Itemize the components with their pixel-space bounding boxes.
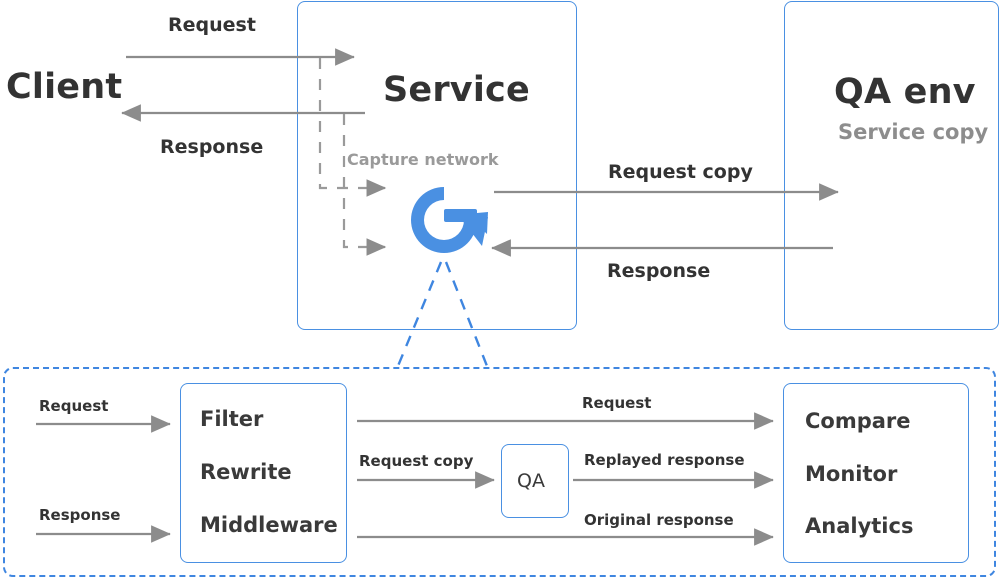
detail-edge-label-request-input: Request bbox=[39, 397, 109, 415]
detail-edge-label-request: Request bbox=[582, 394, 652, 412]
output-item-compare: Compare bbox=[805, 409, 911, 433]
edge-label-request-top: Request bbox=[168, 14, 256, 36]
pipeline-item-filter: Filter bbox=[200, 407, 264, 431]
edge-label-request-copy-top: Request copy bbox=[608, 161, 753, 183]
output-item-monitor: Monitor bbox=[805, 462, 898, 486]
output-item-analytics: Analytics bbox=[805, 514, 914, 538]
qa-env-title: QA env bbox=[834, 72, 976, 112]
detail-edge-label-original-response: Original response bbox=[584, 511, 734, 529]
pipeline-item-rewrite: Rewrite bbox=[200, 460, 292, 484]
qa-env-subtitle: Service copy bbox=[838, 120, 989, 144]
detail-edge-label-response-input: Response bbox=[39, 506, 121, 524]
detail-edge-label-replayed-response: Replayed response bbox=[584, 451, 745, 469]
service-title: Service bbox=[383, 70, 530, 110]
qa-env-box bbox=[784, 1, 999, 330]
qa-box bbox=[501, 444, 569, 518]
pipeline-box bbox=[180, 383, 347, 563]
client-title: Client bbox=[6, 67, 123, 107]
edge-label-response-top: Response bbox=[160, 136, 264, 158]
detail-container-box bbox=[3, 367, 996, 577]
pipeline-item-middleware: Middleware bbox=[200, 513, 338, 537]
qa-box-label: QA bbox=[517, 470, 545, 492]
capture-network-label: Capture network bbox=[347, 150, 499, 169]
edge-label-response-qa-top: Response bbox=[607, 260, 711, 282]
outputs-box bbox=[783, 383, 969, 563]
detail-edge-label-request-copy: Request copy bbox=[359, 452, 474, 470]
